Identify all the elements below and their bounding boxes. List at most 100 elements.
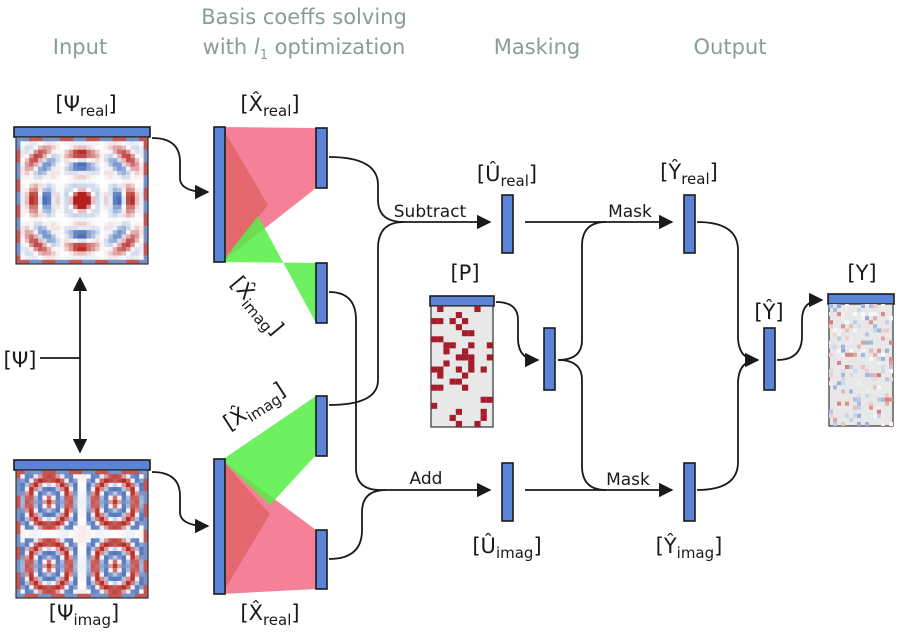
output-cell — [865, 324, 869, 329]
pattern-pixel — [104, 542, 109, 548]
pattern-pixel — [99, 259, 105, 264]
pattern-pixel — [20, 149, 26, 155]
mask-cell — [455, 354, 462, 361]
pattern-pixel — [60, 208, 65, 214]
pattern-pixel — [55, 546, 61, 552]
output-cell — [877, 360, 881, 365]
pattern-pixel — [68, 217, 74, 222]
pattern-pixel — [99, 255, 105, 261]
pattern-pixel — [38, 196, 43, 201]
pattern-pixel — [90, 158, 96, 163]
pattern-pixel — [77, 474, 83, 479]
pattern-pixel — [126, 534, 131, 539]
pattern-pixel — [24, 495, 30, 501]
pattern-pixel — [16, 576, 21, 582]
output-cell — [869, 340, 873, 345]
pattern-pixel — [82, 145, 87, 150]
pattern-pixel — [90, 179, 96, 184]
pattern-pixel — [126, 474, 131, 479]
pattern-pixel — [42, 580, 48, 586]
pattern-pixel — [38, 508, 43, 513]
pattern-pixel — [130, 487, 136, 492]
pattern-pixel — [42, 208, 48, 214]
pattern-pixel — [121, 551, 127, 556]
output-cell — [837, 312, 841, 317]
pattern-pixel — [143, 162, 148, 167]
pattern-pixel — [126, 213, 131, 218]
pattern-pixel — [112, 546, 118, 552]
pattern-pixel — [51, 208, 56, 214]
pattern-pixel — [104, 482, 109, 488]
pattern-pixel — [68, 470, 74, 475]
pattern-pixel — [33, 589, 39, 595]
pattern-pixel — [38, 534, 43, 539]
pattern-pixel — [68, 529, 74, 535]
pattern-pixel — [29, 247, 34, 252]
pattern-pixel — [16, 175, 21, 180]
pattern-pixel — [139, 499, 144, 505]
pattern-pixel — [68, 482, 74, 488]
pattern-pixel — [126, 234, 131, 239]
pattern-pixel — [77, 529, 83, 535]
pattern-pixel — [82, 555, 87, 560]
pattern-pixel — [73, 170, 78, 176]
pattern-pixel — [46, 512, 52, 518]
pattern-pixel — [51, 217, 56, 222]
pattern-pixel — [139, 491, 144, 496]
pattern-pixel — [33, 166, 39, 172]
pattern-pixel — [90, 529, 96, 535]
output-cell — [869, 373, 873, 378]
pattern-pixel — [16, 162, 21, 167]
pattern-pixel — [24, 247, 30, 252]
pattern-pixel — [134, 187, 140, 193]
pattern-pixel — [95, 521, 100, 526]
pattern-pixel — [55, 534, 61, 539]
pattern-pixel — [68, 580, 74, 586]
pattern-pixel — [29, 242, 34, 248]
pattern-pixel — [33, 259, 39, 264]
output-cell — [861, 304, 865, 309]
pattern-pixel — [24, 141, 30, 146]
pattern-pixel — [95, 183, 100, 189]
pattern-pixel — [60, 538, 65, 543]
pattern-pixel — [24, 217, 30, 222]
pattern-pixel — [104, 478, 109, 484]
pattern-pixel — [108, 183, 114, 189]
pattern-pixel — [126, 166, 131, 172]
pattern-pixel — [90, 251, 96, 256]
pattern-pixel — [139, 555, 144, 560]
pattern-pixel — [112, 482, 118, 488]
pattern-pixel — [33, 230, 39, 235]
pattern-pixel — [68, 563, 74, 569]
pattern-pixel — [86, 179, 92, 184]
pattern-pixel — [64, 162, 70, 167]
output-cell — [881, 413, 885, 418]
pattern-pixel — [126, 512, 131, 518]
pattern-pixel — [95, 242, 100, 248]
pattern-pixel — [134, 179, 140, 184]
pattern-pixel — [20, 495, 26, 501]
mask-cell — [455, 420, 462, 427]
pattern-pixel — [99, 491, 105, 496]
pattern-pixel — [117, 234, 122, 239]
pattern-pixel — [38, 525, 43, 531]
pattern-pixel — [108, 504, 114, 509]
pattern-pixel — [108, 208, 114, 214]
pattern-pixel — [90, 242, 96, 248]
output-cell — [837, 381, 841, 386]
pattern-pixel — [134, 585, 140, 590]
pattern-pixel — [90, 196, 96, 201]
output-cell — [837, 401, 841, 406]
pattern-pixel — [77, 230, 83, 235]
pattern-pixel — [24, 589, 30, 595]
pattern-pixel — [68, 242, 74, 248]
pattern-pixel — [46, 478, 52, 484]
pattern-pixel — [77, 495, 83, 501]
output-cell — [841, 421, 845, 426]
pattern-pixel — [77, 478, 83, 484]
pattern-pixel — [29, 162, 34, 167]
pattern-pixel — [82, 563, 87, 569]
pattern-pixel — [112, 175, 118, 180]
pattern-pixel — [51, 251, 56, 256]
